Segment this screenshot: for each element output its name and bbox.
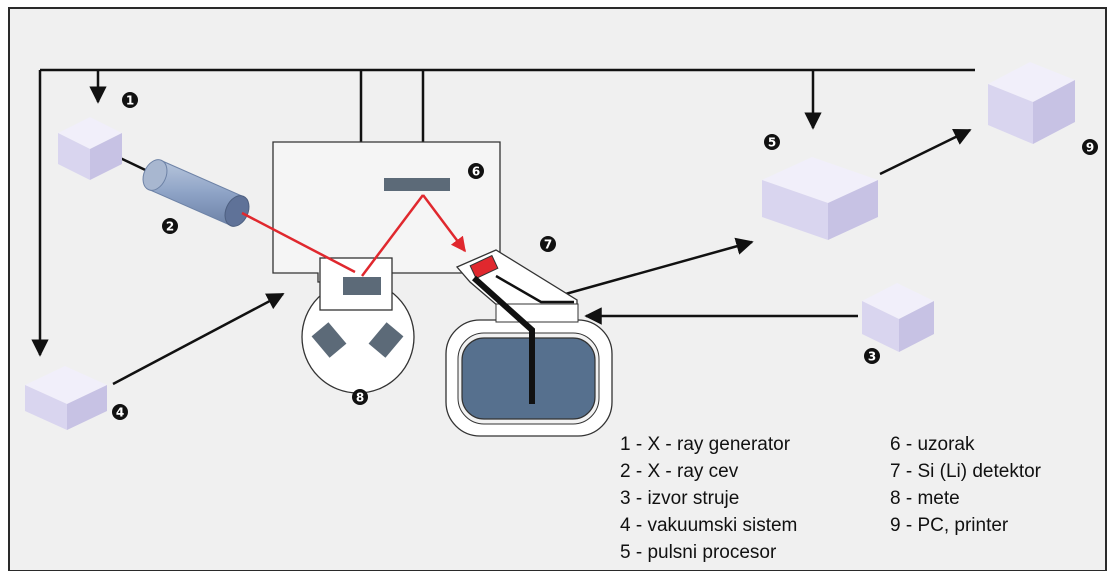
marker-9: 9 — [1086, 141, 1094, 155]
si-li-detector — [445, 249, 613, 437]
target-top — [343, 277, 381, 295]
box-1-xray-generator — [58, 117, 122, 180]
marker-4: 4 — [116, 406, 124, 420]
box-4-vacuum-system — [25, 366, 107, 430]
target-right — [368, 322, 404, 358]
marker-7: 7 — [544, 238, 552, 252]
box-3-power-source — [862, 283, 934, 352]
xray-tube — [142, 159, 250, 227]
legend-item-8: 8 - mete — [890, 488, 960, 509]
marker-5: 5 — [768, 136, 776, 150]
legend-item-5: 5 - pulsni procesor — [620, 542, 777, 563]
legend-item-9: 9 - PC, printer — [890, 515, 1009, 536]
signal-lines — [31, 68, 975, 386]
marker-6: 6 — [472, 165, 480, 179]
markers: 1 2 3 4 5 6 7 8 9 — [112, 92, 1098, 420]
legend-item-6: 6 - uzorak — [890, 434, 975, 455]
marker-2: 2 — [166, 220, 174, 234]
legend-item-3: 3 - izvor struje — [620, 488, 739, 509]
marker-1: 1 — [126, 94, 134, 108]
box-5-pulse-processor — [762, 157, 878, 240]
target-left — [311, 322, 347, 358]
legend-item-4: 4 - vakuumski sistem — [620, 515, 797, 536]
marker-3: 3 — [868, 350, 876, 364]
legend-item-1: 1 - X - ray generator — [620, 434, 791, 455]
marker-8: 8 — [356, 391, 364, 405]
sample-chamber — [272, 141, 501, 394]
legend-item-7: 7 - Si (Li) detektor — [890, 461, 1042, 482]
xray-beam — [241, 194, 466, 277]
box-9-pc-printer — [988, 62, 1075, 144]
sample-6 — [384, 178, 450, 191]
legend-item-2: 2 - X - ray cev — [620, 461, 739, 482]
legend: 1 - X - ray generator 2 - X - ray cev 3 … — [620, 434, 1042, 563]
